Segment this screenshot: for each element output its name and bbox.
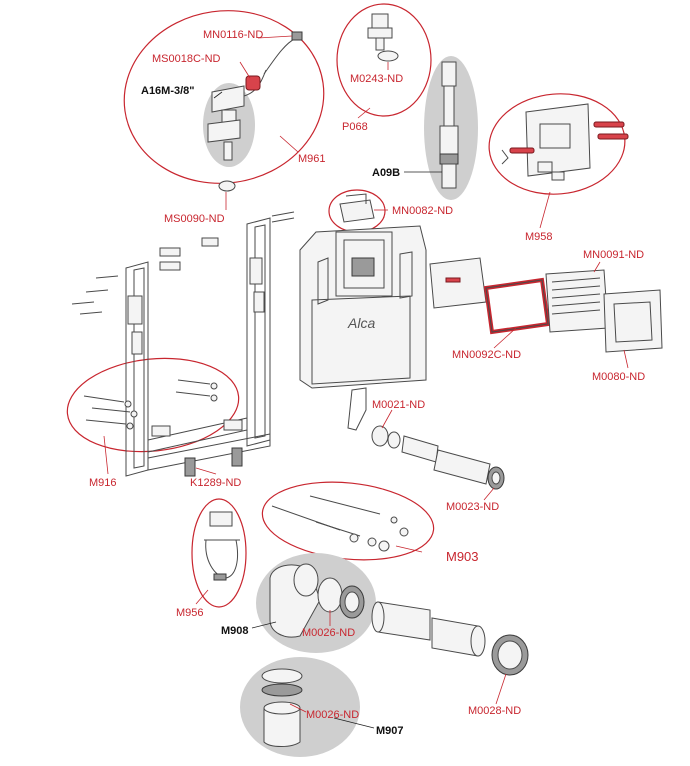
label-m903: M903 [446,549,479,564]
m916-rods [83,379,218,430]
label-m907: M907 [376,725,404,737]
label-ms0018c: MS0018C-ND [152,53,221,65]
label-m958: M958 [525,231,553,243]
label-m908: M908 [221,625,249,637]
frame-mn0092c [483,277,551,335]
installation-frame [71,211,295,477]
label-p068: P068 [342,121,368,133]
label-m0080: M0080-ND [592,371,645,383]
pipe-segments [371,601,486,657]
label-a09b: A09B [372,167,400,179]
label-mn0082: MN0082-ND [392,205,453,217]
label-m961: M961 [298,153,326,165]
rods-m903 [271,495,409,552]
leader-lines [103,35,629,729]
label-m0028: M0028-ND [468,705,521,717]
label-a16m: A16M-3/8" [141,85,195,97]
label-ms0090: MS0090-ND [164,213,225,225]
label-m0021: M0021-ND [372,399,425,411]
m903-group-ellipse [261,481,435,561]
label-m916: M916 [89,477,117,489]
pipe-m0021 [371,425,491,485]
cistern: Alca [299,225,427,431]
label-m956: M956 [176,607,204,619]
hose-mn0116 [263,31,303,75]
label-m0023: M0023-ND [446,501,499,513]
nut-ms0090 [218,180,236,192]
label-mn0091: MN0091-ND [583,249,644,261]
mechanism-m958 [501,103,629,181]
label-m0026-lower: M0026-ND [306,709,359,721]
connector-p068 [367,13,399,62]
seal-m0028 [491,634,529,676]
elbow-m908 [269,563,365,638]
flush-valve-a09b [439,61,459,189]
cistern-brand-logo: Alca [347,315,375,331]
m916-group-ellipse [66,357,240,453]
m961-group-ellipse [123,10,325,184]
label-mn0116: MN0116-ND [203,29,263,41]
label-m0026-upper: M0026-ND [302,627,355,639]
bracket-mn0082 [339,193,375,223]
connector-m907 [261,668,303,747]
seal-m0023 [487,466,505,490]
label-mn0092c: MN0092C-ND [452,349,521,361]
red-clip-ms0018c [245,75,261,91]
front-plate [429,257,487,309]
p068-group-ellipse [336,3,432,117]
label-m0243: M0243-ND [350,73,403,85]
clamp-m956 [204,511,240,581]
cover-m0080 [603,289,663,353]
box-mn0091 [545,269,609,333]
m956-group-ellipse [191,498,247,608]
label-k1289: K1289-ND [190,477,241,489]
